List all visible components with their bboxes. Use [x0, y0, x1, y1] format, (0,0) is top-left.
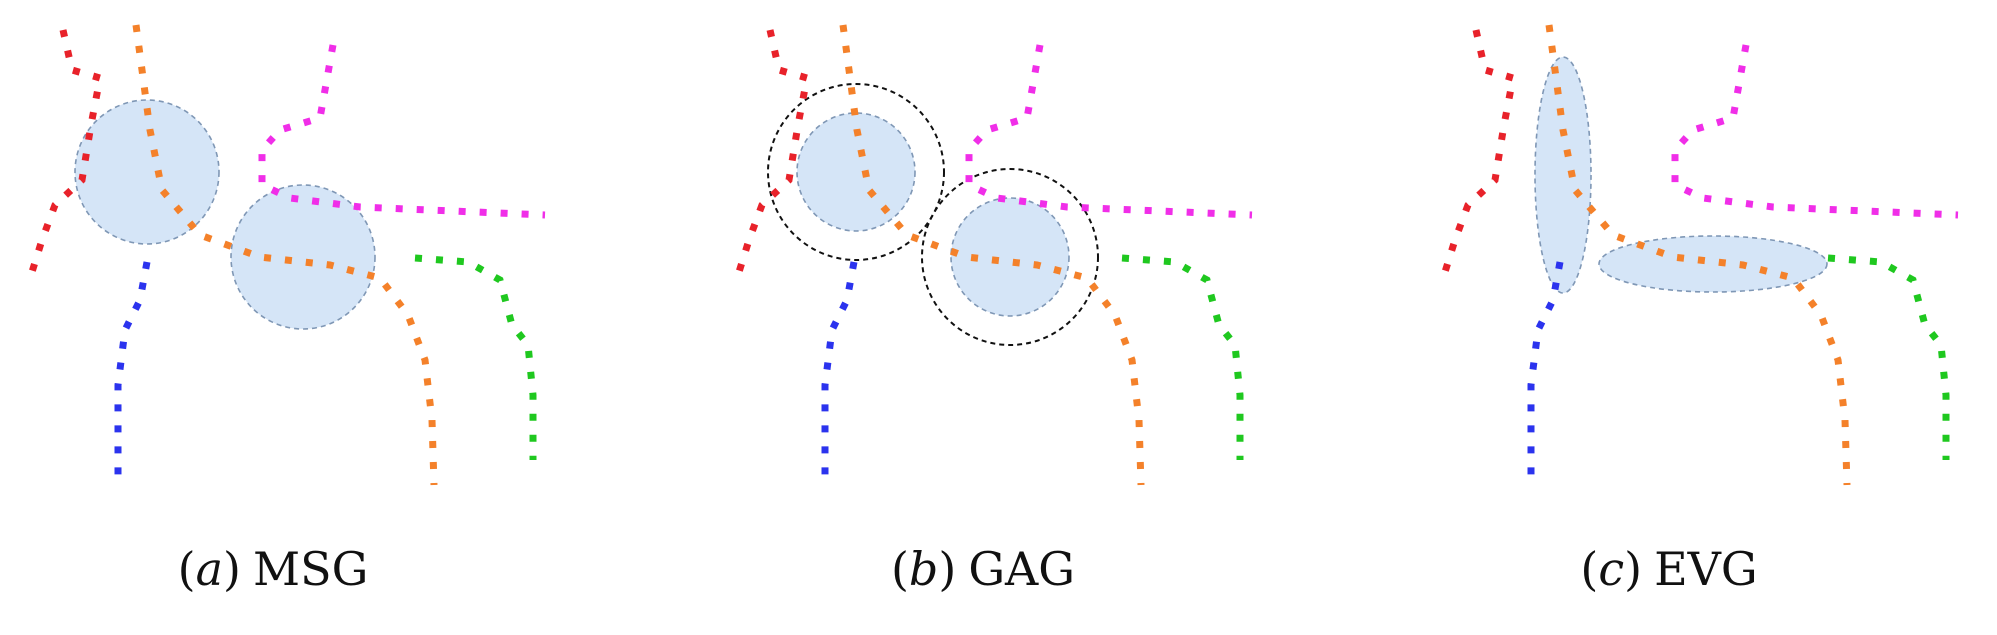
panel-evg: (c)EVG: [1441, 24, 1959, 596]
magenta-trajectory: [1671, 44, 1959, 219]
region-ellipse-1: [1534, 56, 1592, 294]
blue-trajectory: [1527, 261, 1564, 485]
green-trajectory: [1827, 254, 1950, 460]
blue-trajectory: [821, 261, 858, 485]
caption-gag: (b)GAG: [891, 542, 1075, 596]
green-trajectory: [1121, 254, 1244, 460]
region-ellipse-2: [1598, 235, 1828, 293]
red-trajectory: [1441, 29, 1518, 274]
gaze-ring-1: [767, 83, 945, 261]
blue-trajectory: [114, 261, 151, 485]
region-circle-1: [796, 112, 916, 232]
region-circle-1: [74, 99, 220, 245]
panel-msg: (a)MSG: [28, 24, 546, 596]
magenta-trajectory: [965, 44, 1253, 219]
red-trajectory: [28, 29, 105, 274]
region-circle-2: [950, 197, 1070, 317]
caption-msg: (a)MSG: [178, 542, 369, 596]
green-trajectory: [414, 254, 537, 460]
panel-gag: (b)GAG: [735, 24, 1253, 596]
caption-evg: (c)EVG: [1580, 542, 1757, 596]
region-circle-2: [230, 184, 376, 330]
gaze-ring-2: [921, 168, 1099, 346]
red-trajectory: [735, 29, 812, 274]
